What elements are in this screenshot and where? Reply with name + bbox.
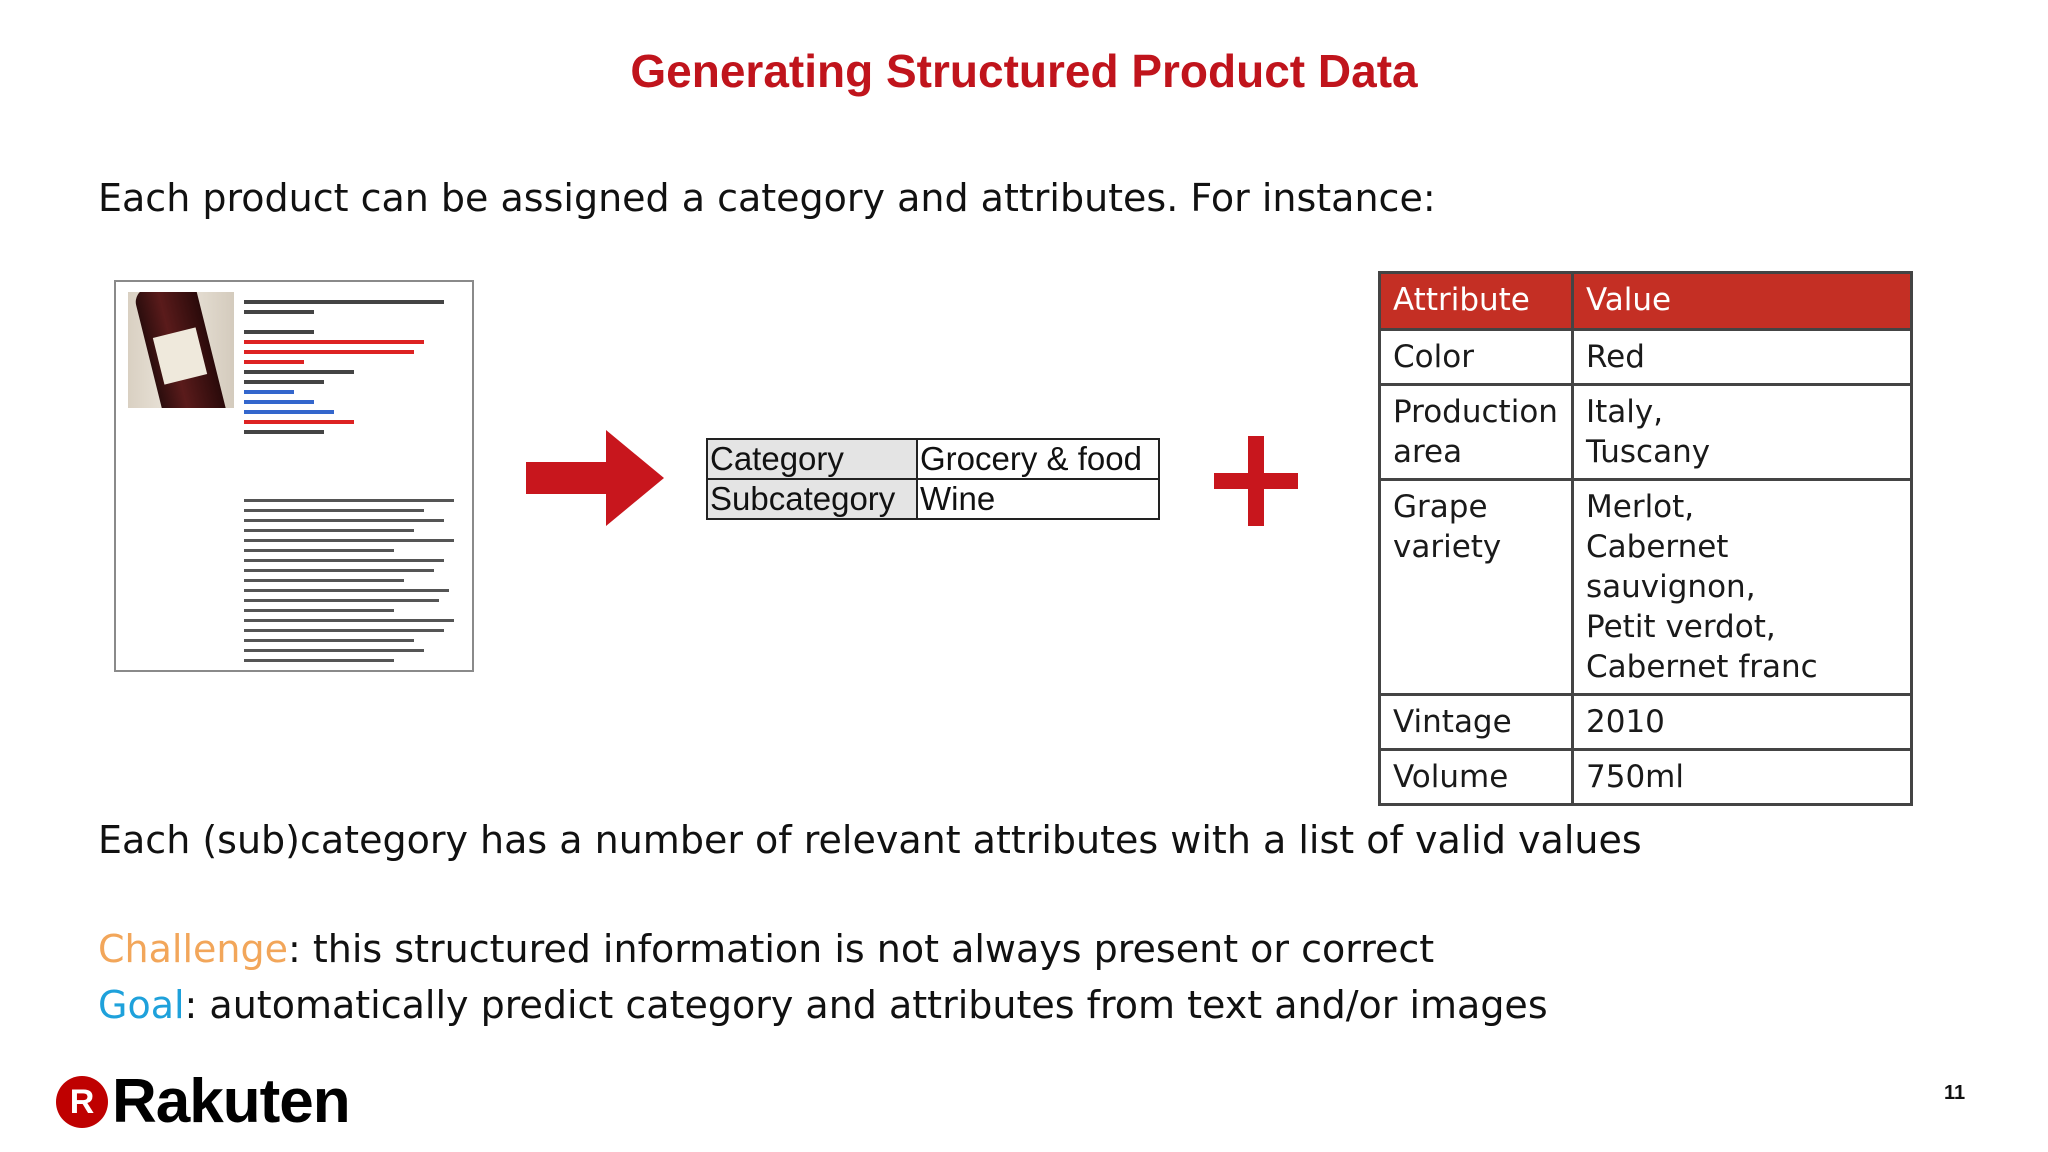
attribute-value: Italy, Tuscany bbox=[1571, 383, 1913, 481]
table-row: Grape variety Merlot, Cabernet sauvignon… bbox=[1378, 478, 1913, 696]
challenge-label: Challenge bbox=[98, 927, 288, 971]
attribute-table: Attribute Value Color Red Production are… bbox=[1378, 271, 1913, 806]
goal-label: Goal bbox=[98, 983, 185, 1027]
logo-word: Rakuten bbox=[112, 1067, 351, 1136]
product-page-thumbnail bbox=[114, 280, 474, 672]
attribute-name: Grape variety bbox=[1378, 478, 1574, 696]
plus-icon bbox=[1214, 436, 1298, 526]
attribute-name: Vintage bbox=[1378, 693, 1574, 751]
attribute-value: Merlot, Cabernet sauvignon, Petit verdot… bbox=[1571, 478, 1913, 696]
rakuten-logo-icon: R Rakuten bbox=[56, 1066, 351, 1137]
table-row: Color Red bbox=[1378, 328, 1913, 386]
value-header: Value bbox=[1571, 271, 1913, 331]
intro-text: Each product can be assigned a category … bbox=[98, 176, 1436, 220]
table-row: Production area Italy, Tuscany bbox=[1378, 383, 1913, 481]
relevance-text: Each (sub)category has a number of relev… bbox=[98, 818, 1642, 862]
attribute-value: 750ml bbox=[1571, 748, 1913, 806]
slide-title: Generating Structured Product Data bbox=[630, 45, 1418, 97]
challenge-text: : this structured information is not alw… bbox=[287, 927, 1435, 971]
wine-bottle-image bbox=[128, 292, 234, 408]
logo-mark: R bbox=[56, 1075, 108, 1128]
subcategory-value: Wine bbox=[916, 478, 1160, 520]
attribute-name: Volume bbox=[1378, 748, 1574, 806]
attribute-name: Production area bbox=[1378, 383, 1574, 481]
category-table: Category Grocery & food Subcategory Wine bbox=[706, 438, 1160, 520]
thumbnail-listing-text bbox=[244, 294, 464, 440]
right-arrow-icon bbox=[526, 430, 664, 526]
attribute-table-header: Attribute Value bbox=[1378, 271, 1913, 331]
subcategory-key: Subcategory bbox=[706, 478, 918, 520]
challenge-line: Challenge: this structured information i… bbox=[98, 927, 1434, 971]
thumbnail-description bbox=[244, 492, 464, 669]
table-row: Volume 750ml bbox=[1378, 748, 1913, 806]
category-row: Category Grocery & food bbox=[706, 438, 1160, 480]
category-key: Category bbox=[706, 438, 918, 480]
attribute-name: Color bbox=[1378, 328, 1574, 386]
attribute-value: 2010 bbox=[1571, 693, 1913, 751]
page-number: 11 bbox=[1944, 1082, 1966, 1104]
goal-text: : automatically predict category and att… bbox=[184, 983, 1548, 1027]
category-value: Grocery & food bbox=[916, 438, 1160, 480]
goal-line: Goal: automatically predict category and… bbox=[98, 983, 1548, 1027]
attribute-header: Attribute bbox=[1378, 271, 1574, 331]
attribute-value: Red bbox=[1571, 328, 1913, 386]
table-row: Vintage 2010 bbox=[1378, 693, 1913, 751]
subcategory-row: Subcategory Wine bbox=[706, 478, 1160, 520]
